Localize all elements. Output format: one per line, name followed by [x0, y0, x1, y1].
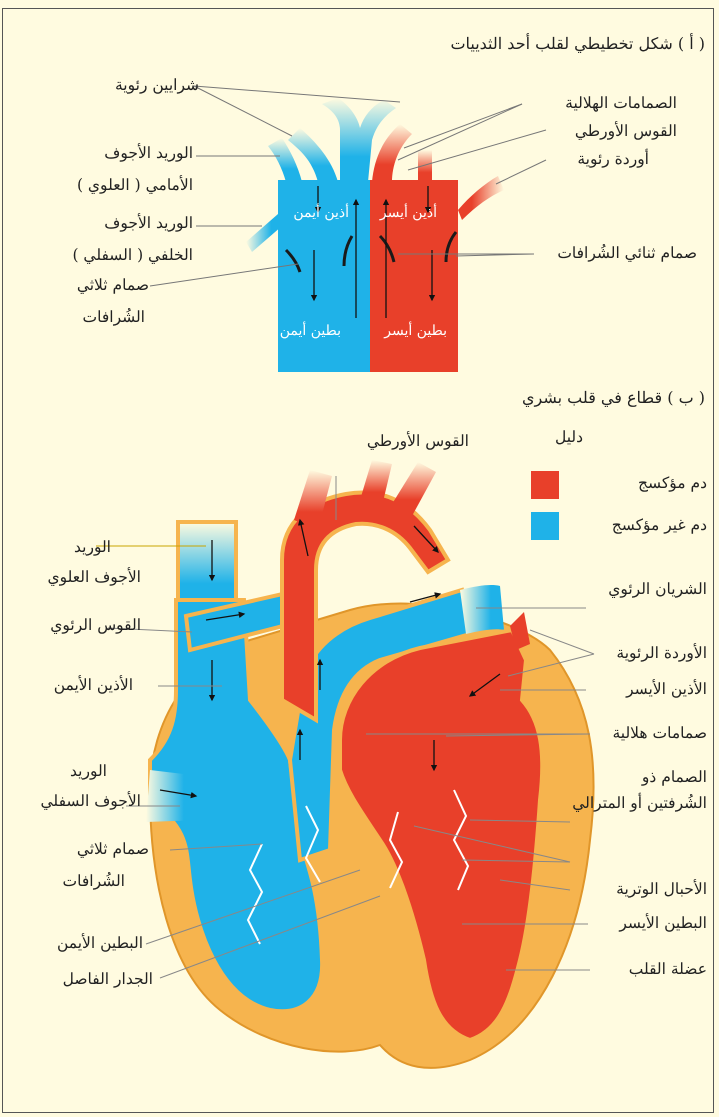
label-tricuspid-a-1: صمام ثلاثي — [77, 272, 149, 299]
key-oxygenated-label: دم مؤكسج — [638, 470, 707, 497]
label-pulmonary-veins-b: الأوردة الرئوية — [616, 640, 707, 667]
label-right-ventricle-a: بطين أيمن — [280, 318, 341, 345]
label-pulmonary-veins-a: أوردة رئوية — [577, 146, 649, 173]
label-tricuspid-a-2: الشُرافات — [83, 304, 145, 331]
label-bicuspid-a: صمام ثنائي الشُرافات — [557, 240, 697, 267]
label-left-ventricle-a: بطين أيسر — [384, 318, 447, 345]
inferior-vena-cava — [146, 770, 200, 822]
label-right-atrium-b: الأذين الأيمن — [54, 672, 133, 699]
label-svc-1: الوريد — [74, 534, 111, 561]
label-anterior-vena-cava-1: الوريد الأجوف — [104, 140, 193, 167]
label-left-atrium-b: الأذين الأيسر — [626, 676, 707, 703]
label-semilunar-valves-b: صمامات هلالية — [612, 720, 707, 747]
label-ivc-1: الوريد — [70, 758, 107, 785]
label-left-atrium-a: أذين أيسر — [380, 200, 437, 227]
key-deoxygenated-label: دم غير مؤكسج — [612, 512, 707, 539]
vena-cava-posterior-a — [246, 214, 282, 252]
aorta-branch-3 — [392, 462, 436, 516]
pulmonary-artery-right-b — [460, 585, 504, 634]
label-right-ventricle-b: البطين الأيمن — [57, 930, 143, 957]
label-pulmonary-artery-b: الشريان الرئوي — [608, 576, 707, 603]
label-semilunar-valves: الصمامات الهلالية — [565, 90, 677, 117]
pulmonary-vein-side — [458, 176, 504, 220]
figure-b-title: ( ب ) قطاع في قلب بشري — [522, 384, 705, 411]
label-svc-2: الأجوف العلوي — [47, 564, 141, 591]
label-pulmonary-arch: القوس الرئوي — [50, 612, 141, 639]
aorta-a — [372, 124, 412, 182]
label-left-ventricle-b: البطين الأيسر — [619, 910, 707, 937]
label-mitral-2: الشُرفتين أو المترالي — [572, 790, 707, 817]
label-tricuspid-b-1: صمام ثلاثي — [77, 836, 149, 863]
label-mitral-1: الصمام ذو — [642, 764, 707, 791]
label-tricuspid-b-2: الشُرافات — [63, 868, 125, 895]
figure-a-title: ( أ ) شكل تخطيطي لقلب أحد الثدييات — [450, 30, 705, 57]
label-posterior-vena-cava-1: الوريد الأجوف — [104, 210, 193, 237]
label-septum: الجدار الفاصل — [63, 966, 153, 993]
label-aortic-arch-b: القوس الأورطي — [367, 428, 469, 455]
label-ivc-2: الأجوف السفلي — [41, 788, 141, 815]
label-anterior-vena-cava-2: الأمامي ( العلوي ) — [77, 172, 193, 199]
key-title: دليل — [555, 424, 583, 451]
label-aortic-arch-a: القوس الأورطي — [575, 118, 677, 145]
superior-vena-cava — [178, 522, 236, 610]
label-right-atrium-a: أذين أيمن — [293, 200, 349, 227]
label-posterior-vena-cava-2: الخلفي ( السفلي ) — [72, 242, 193, 269]
human-heart-section — [146, 460, 594, 1068]
key-deoxygenated-swatch — [531, 512, 559, 540]
label-heart-muscle: عضلة القلب — [629, 956, 707, 983]
label-chordae: الأحبال الوترية — [616, 876, 707, 903]
label-pulmonary-arteries: شرايين رئوية — [115, 72, 199, 99]
key-oxygenated-swatch — [531, 471, 559, 499]
